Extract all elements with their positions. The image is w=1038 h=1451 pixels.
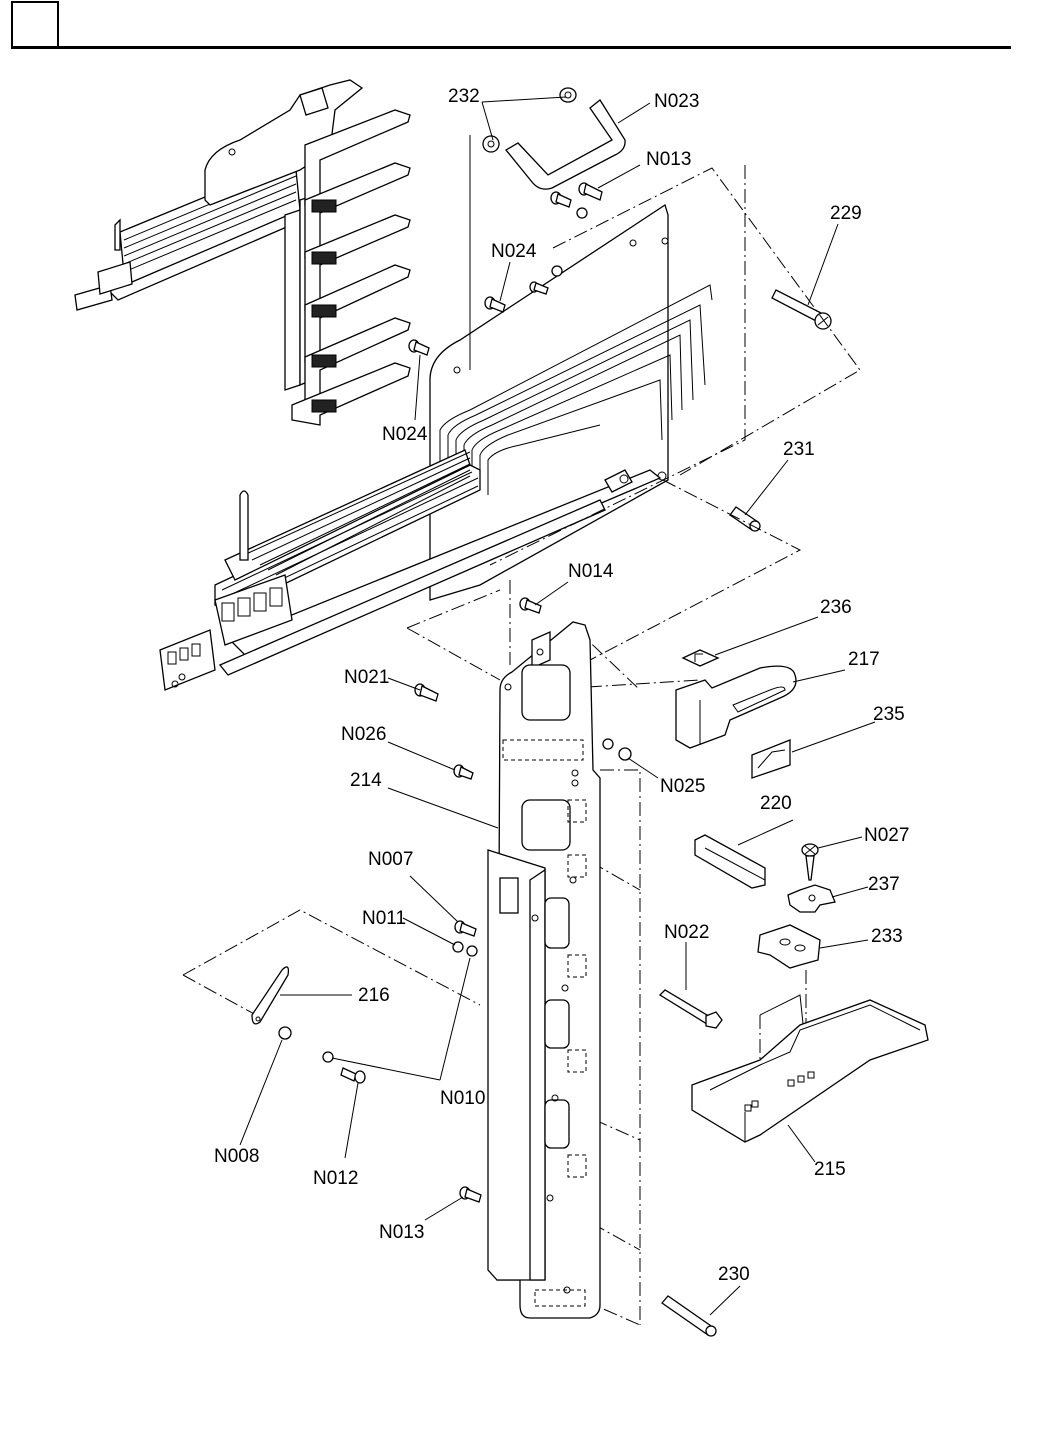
label-n024-b: N024 [382, 424, 428, 445]
screw-n024-a [485, 297, 505, 312]
side-plate-214 [488, 622, 600, 1318]
label-n010: N010 [440, 1088, 485, 1109]
label-n011: N011 [362, 908, 406, 929]
nut-n011 [453, 942, 477, 956]
label-231: 231 [783, 439, 815, 460]
screw-n013-top [579, 183, 602, 200]
label-n007: N007 [368, 849, 413, 870]
cable-frame-assembly [160, 205, 712, 690]
label-n026: N026 [341, 724, 386, 745]
label-n013-bottom: N013 [379, 1222, 424, 1243]
guide-block-220 [695, 835, 765, 888]
label-232: 232 [448, 86, 480, 107]
hex-bolt-n022 [660, 990, 722, 1028]
label-229: 229 [830, 203, 862, 224]
screw-n012 [341, 1068, 365, 1083]
label-n012: N012 [313, 1168, 358, 1189]
handle-rod-n023 [506, 100, 625, 189]
label-n022: N022 [664, 922, 709, 943]
label-n013-top: N013 [646, 149, 691, 170]
screw-n013-bottom [460, 1187, 481, 1202]
grommet-232-a [560, 88, 576, 102]
slotted-pin-229 [772, 290, 831, 329]
label-236: 236 [820, 597, 852, 618]
screw-n021 [415, 684, 438, 701]
label-215: 215 [814, 1159, 846, 1180]
label-214: 214 [350, 770, 382, 791]
bracket-plate-237 [788, 885, 835, 912]
screw-washer-n024-top [551, 192, 587, 218]
label-n008: N008 [214, 1146, 259, 1167]
pin-230 [662, 1296, 716, 1336]
label-220: 220 [760, 793, 792, 814]
label-216: 216 [358, 985, 390, 1006]
screw-n007 [455, 921, 476, 936]
label-n021: N021 [344, 667, 389, 688]
assembled-unit-overview [75, 80, 410, 425]
label-236 [683, 650, 718, 666]
stacked-trays [292, 110, 410, 425]
label-n023: N023 [654, 91, 699, 112]
label-217: 217 [848, 649, 880, 670]
tapping-screw-n027 [802, 844, 818, 880]
label-233: 233 [871, 926, 903, 947]
label-n025: N025 [660, 776, 705, 797]
label-237: 237 [868, 874, 900, 895]
tray-215 [692, 1000, 928, 1142]
grommet-232-b [483, 136, 499, 152]
screw-n024-b [409, 340, 429, 355]
screw-n014 [520, 598, 541, 613]
label-235 [752, 740, 790, 778]
label-n024-a: N024 [491, 241, 537, 262]
lever-handle-217 [676, 666, 796, 748]
screw-n026 [454, 765, 473, 779]
nut-washer-n025 [603, 739, 631, 760]
label-n014: N014 [568, 561, 614, 582]
washer-n008 [279, 1027, 291, 1039]
washer-n010 [323, 1052, 333, 1062]
label-n027: N027 [864, 825, 909, 846]
label-235: 235 [873, 704, 905, 725]
label-230: 230 [718, 1264, 750, 1285]
holder-233 [758, 925, 820, 968]
